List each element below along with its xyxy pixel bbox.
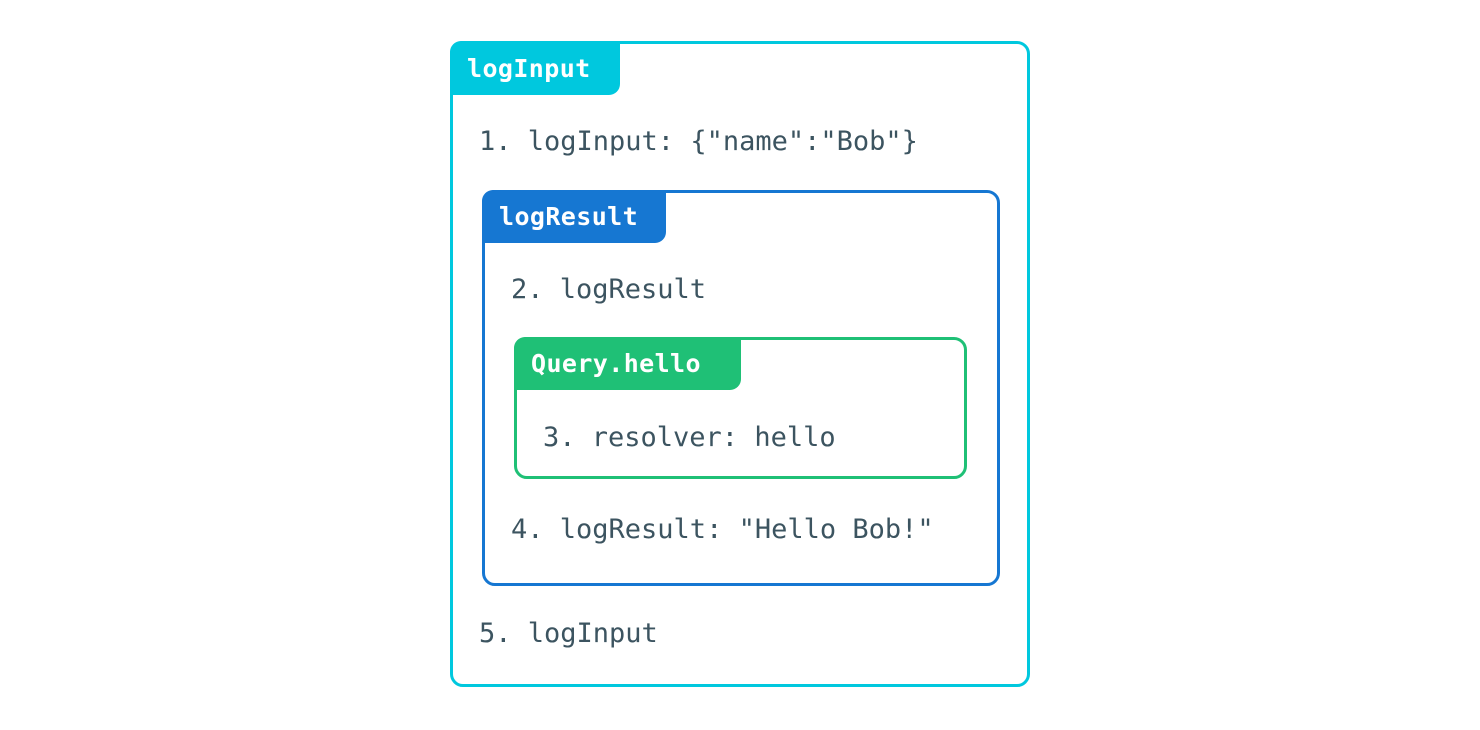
frame-label-loginput: logInput bbox=[450, 41, 620, 95]
step-line-1: 1. logInput: {"name":"Bob"} bbox=[479, 126, 918, 157]
step-line-3: 3. resolver: hello bbox=[543, 422, 836, 453]
step-line-2: 2. logResult bbox=[511, 274, 707, 305]
step-line-5: 5. logInput bbox=[479, 618, 658, 649]
frame-loginput bbox=[450, 41, 1030, 687]
frame-label-query-hello: Query.hello bbox=[514, 337, 741, 390]
frame-label-logresult: logResult bbox=[482, 190, 666, 243]
frame-logresult bbox=[482, 190, 1000, 586]
step-line-4: 4. logResult: "Hello Bob!" bbox=[511, 514, 934, 545]
